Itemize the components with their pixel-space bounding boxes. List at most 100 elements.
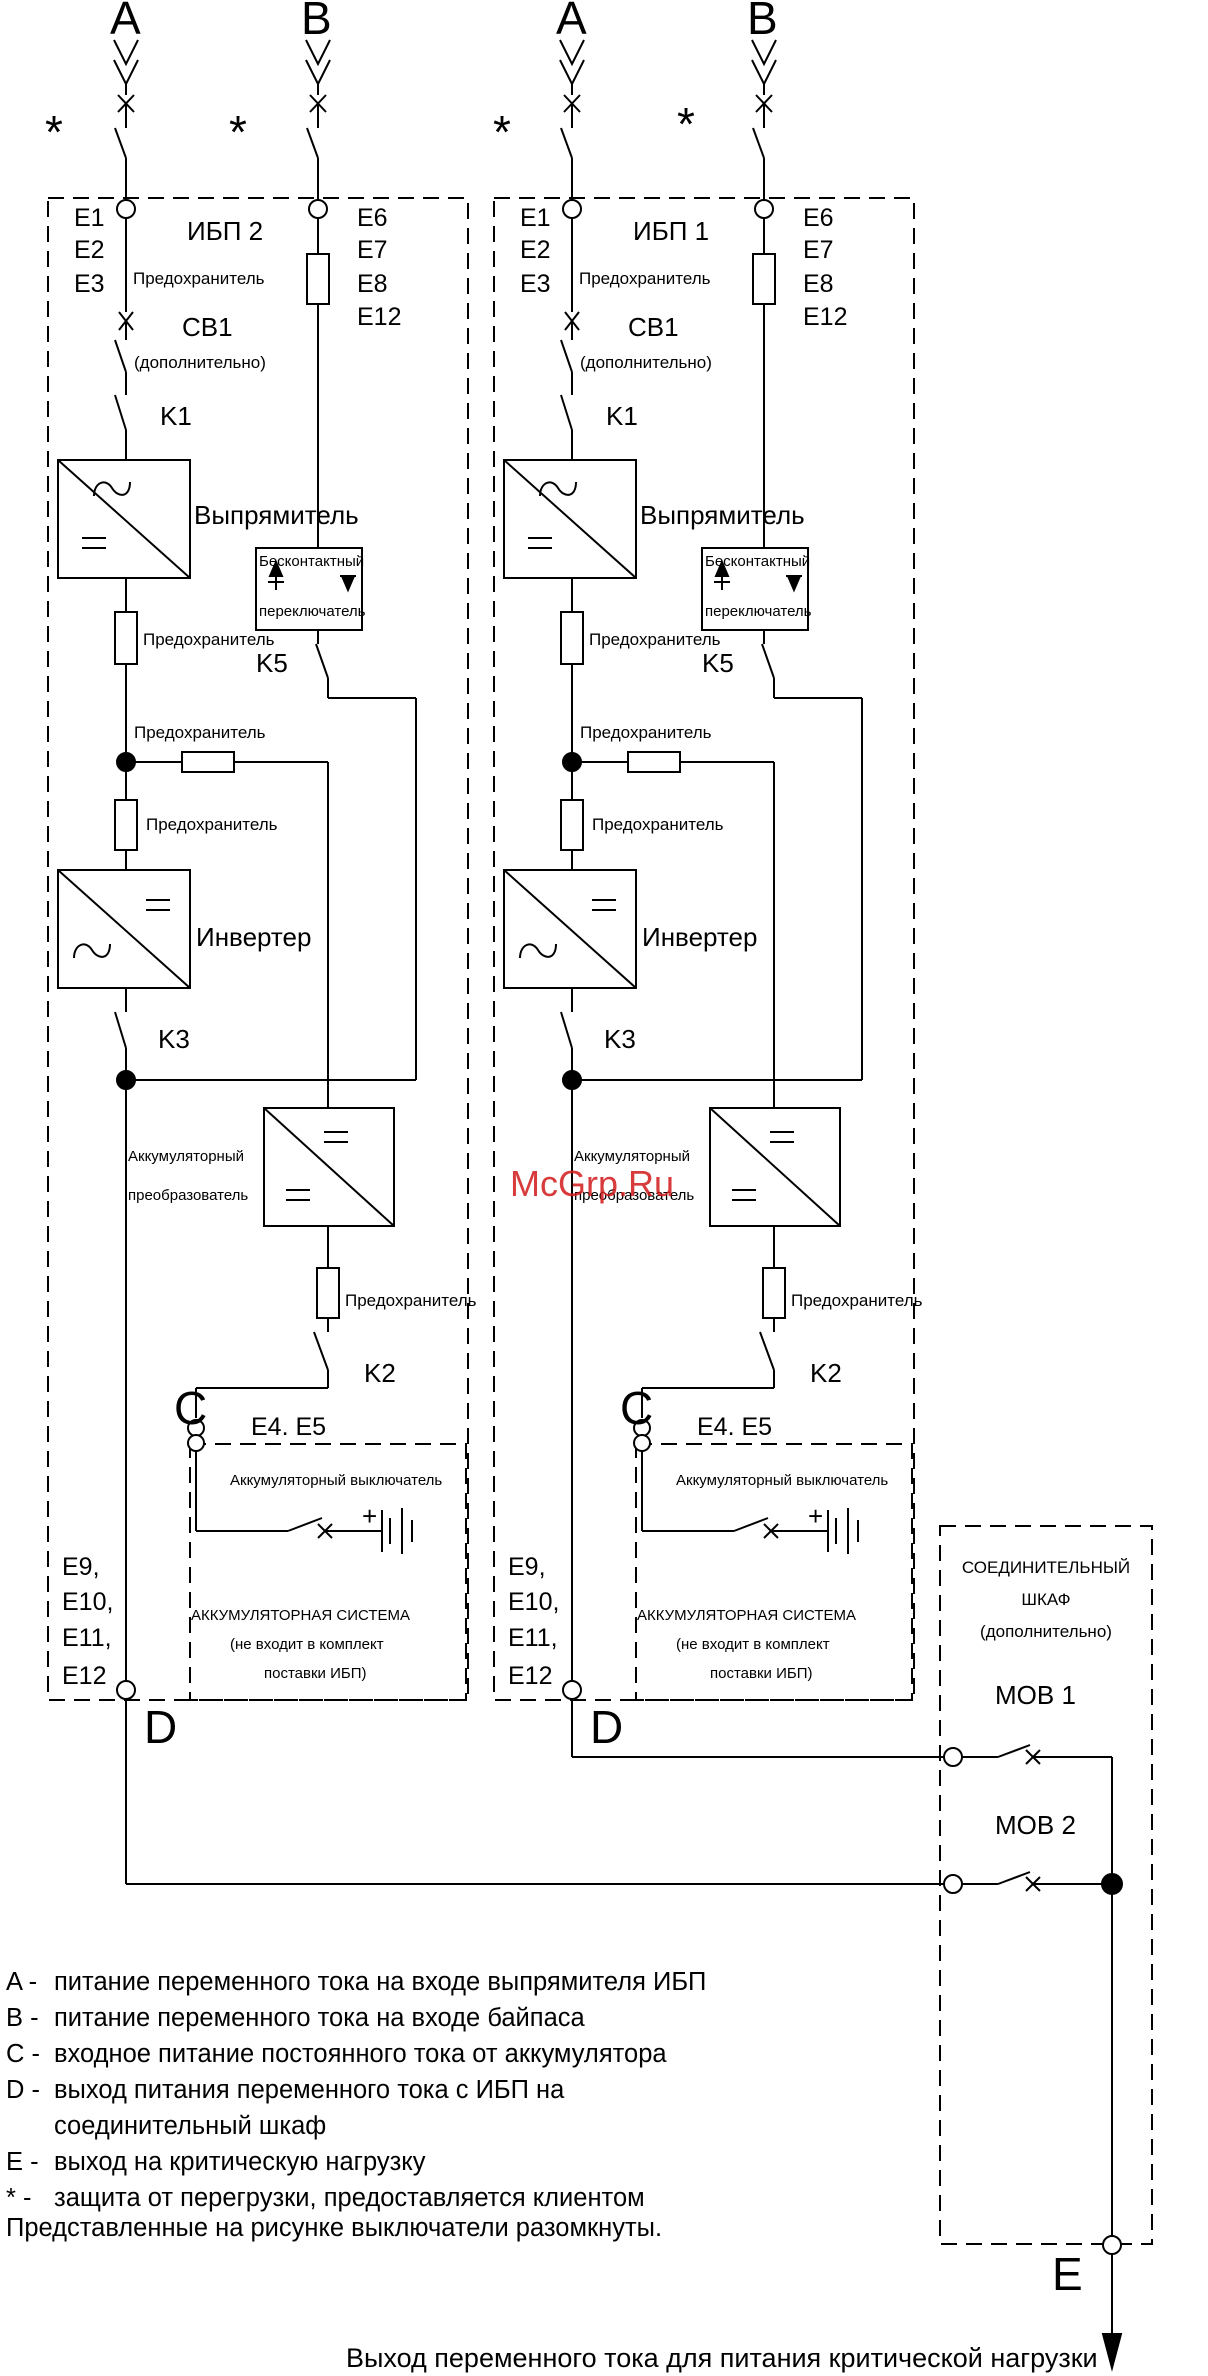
cabinet-title: СОЕДИНИТЕЛЬНЫЙ: [962, 1558, 1130, 1577]
fuse-label: Предохранитель: [791, 1291, 923, 1310]
terminal-e6: E6: [803, 204, 834, 232]
output-terminal: E12: [508, 1662, 552, 1690]
terminal-e3: E3: [520, 270, 551, 298]
terminal-e12: E12: [357, 303, 401, 331]
mob2-terminal: [943, 1874, 963, 1894]
k3-label: K3: [158, 1024, 190, 1054]
fuse-label: Предохранитель: [134, 723, 266, 742]
terminal-e2: E2: [74, 236, 105, 264]
asterisk-mark: *: [45, 106, 63, 158]
battery-converter-label: Аккумуляторный: [128, 1148, 244, 1165]
k5-label: K5: [256, 648, 288, 678]
switches-note: Представленные на рисунке выключатели ра…: [6, 2214, 662, 2242]
terminal-e3: E3: [74, 270, 105, 298]
terminal-e2: E2: [520, 236, 551, 264]
battery-terminals: E4. E5: [251, 1413, 326, 1441]
legend-text: выход на критическую нагрузку: [54, 2148, 426, 2176]
battery-system-note: поставки ИБП): [264, 1665, 367, 1682]
battery-converter-label: преобразователь: [128, 1187, 248, 1204]
terminal-e8: E8: [357, 270, 388, 298]
static-switch-label: переключатель: [705, 603, 812, 620]
output-terminal: E10,: [508, 1588, 559, 1616]
battery-system-note: (не входит в комплект: [676, 1636, 830, 1653]
d-label: D: [144, 1701, 177, 1753]
feed-labels: A B A B * * * *: [45, 0, 778, 158]
static-switch-label: Бесконтактный: [259, 553, 364, 570]
feed-a-label: A: [556, 0, 587, 44]
legend: A - питание переменного тока на входе вы…: [6, 1968, 706, 2242]
cb1-label: CB1: [182, 312, 233, 342]
footer-caption: Выход переменного тока для питания крити…: [346, 2343, 1098, 2373]
legend-text: выход питания переменного тока с ИБП на: [54, 2076, 565, 2104]
ups-name: ИБП 1: [633, 216, 709, 246]
battery-breaker-label: Аккумуляторный выключатель: [230, 1472, 442, 1489]
output-junction: [1101, 1873, 1123, 1895]
d-label: D: [590, 1701, 623, 1753]
asterisk-mark: *: [677, 98, 695, 150]
ups-1-labels: ИБП 1 E1 E2 E3 E6 E7 E8 E12 Предохраните…: [508, 204, 923, 1753]
ups-2-schematic: [47, 39, 469, 1701]
cabinet-title: ШКАФ: [1021, 1590, 1070, 1609]
output-terminal: E9,: [62, 1553, 100, 1581]
c-label: C: [620, 1382, 653, 1434]
terminal-e1: E1: [74, 204, 105, 232]
legend-text: защита от перегрузки, предоставляется кл…: [54, 2184, 645, 2212]
c-label: C: [174, 1382, 207, 1434]
legend-key: * -: [6, 2184, 32, 2212]
cb1-label: CB1: [628, 312, 679, 342]
static-switch-label: переключатель: [259, 603, 366, 620]
battery-system-note: поставки ИБП): [710, 1665, 813, 1682]
cb1-note: (дополнительно): [134, 353, 266, 372]
battery-system-note: (не входит в комплект: [230, 1636, 384, 1653]
legend-key: E -: [6, 2148, 39, 2176]
inverter-label: Инвертер: [642, 922, 757, 952]
terminal-e7: E7: [803, 236, 834, 264]
static-switch-label: Бесконтактный: [705, 553, 810, 570]
rectifier-label: Выпрямитель: [194, 500, 359, 530]
mob2-label: MOB 2: [995, 1810, 1076, 1840]
legend-text: питание переменного тока на входе выпрям…: [54, 1968, 706, 1996]
battery-breaker-label: Аккумуляторный выключатель: [676, 1472, 888, 1489]
k5-label: K5: [702, 648, 734, 678]
battery-converter-label: преобразователь: [574, 1187, 694, 1204]
interconnect-wiring: [125, 1525, 1153, 2372]
inverter-label: Инвертер: [196, 922, 311, 952]
output-arrow: [1101, 2333, 1123, 2372]
legend-text: соединительный шкаф: [54, 2112, 326, 2140]
fuse-label: Предохранитель: [589, 630, 721, 649]
terminal-e12: E12: [803, 303, 847, 331]
fuse-label: Предохранитель: [143, 630, 275, 649]
output-terminal: E11,: [508, 1624, 558, 1652]
k1-label: K1: [606, 401, 638, 431]
output-terminal: E9,: [508, 1553, 546, 1581]
asterisk-mark: *: [493, 106, 511, 158]
feed-a-label: A: [110, 0, 141, 44]
k1-label: K1: [160, 401, 192, 431]
cabinet-labels: СОЕДИНИТЕЛЬНЫЙ ШКАФ (дополнительно) MOB …: [962, 1558, 1130, 2300]
feed-b-label: B: [747, 0, 778, 44]
watermark: McGrp.Ru: [510, 1163, 674, 1204]
output-terminal: E11,: [62, 1624, 112, 1652]
cb1-note: (дополнительно): [580, 353, 712, 372]
rectifier-label: Выпрямитель: [640, 500, 805, 530]
legend-key: B -: [6, 2004, 39, 2032]
output-terminal: E10,: [62, 1588, 113, 1616]
asterisk-mark: *: [229, 106, 247, 158]
battery-plus: +: [362, 1501, 377, 1531]
legend-key: A -: [6, 1968, 37, 1996]
cabinet-note: (дополнительно): [980, 1622, 1112, 1641]
terminal-e6: E6: [357, 204, 388, 232]
ups-1-schematic: [493, 39, 915, 1701]
legend-key: C -: [6, 2040, 40, 2068]
terminal-e8: E8: [803, 270, 834, 298]
k2-label: K2: [364, 1358, 396, 1388]
battery-system-label: АККУМУЛЯТОРНАЯ СИСТЕМА: [637, 1607, 856, 1624]
output-terminal: E12: [62, 1662, 106, 1690]
battery-converter-label: Аккумуляторный: [574, 1148, 690, 1165]
battery-plus: +: [808, 1501, 823, 1531]
terminal-e7: E7: [357, 236, 388, 264]
legend-text: питание переменного тока на входе байпас…: [54, 2004, 586, 2032]
mob1-terminal: [943, 1747, 963, 1767]
terminal-e1: E1: [520, 204, 551, 232]
